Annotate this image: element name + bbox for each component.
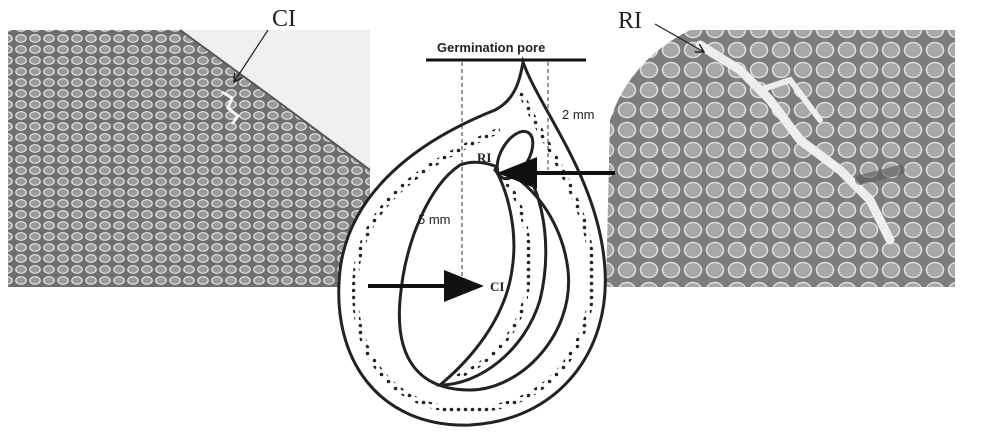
ri-top-label: RI bbox=[618, 8, 642, 34]
distance-5mm-label: 5 mm bbox=[418, 212, 451, 227]
left-micrograph bbox=[8, 30, 370, 287]
germination-pore-label: Germination pore bbox=[437, 40, 545, 55]
ci-inner-label: CI bbox=[490, 279, 504, 294]
ci-top-label: CI bbox=[272, 6, 296, 32]
right-micrograph bbox=[606, 30, 955, 287]
ri-inner-label: RI bbox=[477, 150, 491, 165]
distance-2mm-label: 2 mm bbox=[562, 107, 595, 122]
